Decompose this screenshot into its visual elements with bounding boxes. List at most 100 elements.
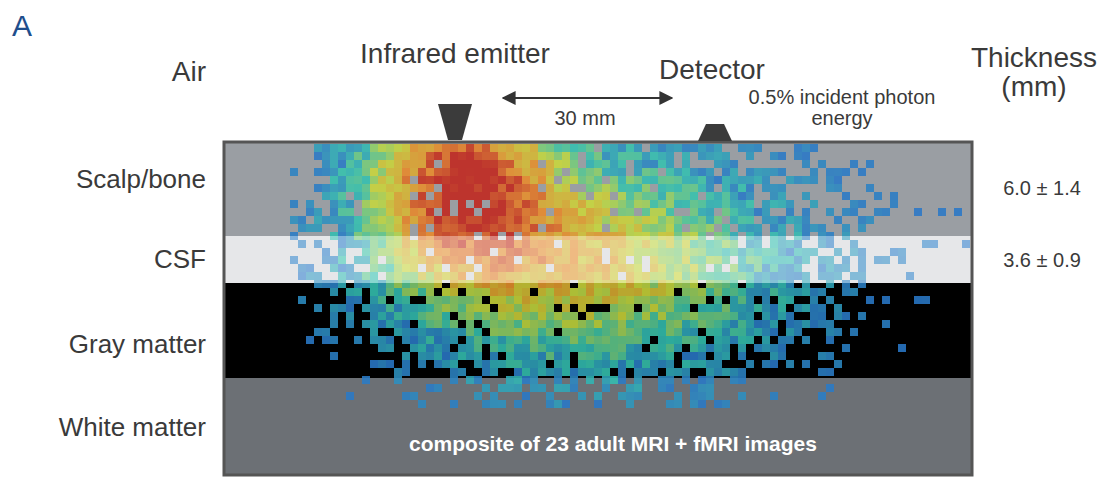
heat-cell (306, 224, 314, 232)
heat-cell (722, 160, 730, 168)
heat-cell (522, 192, 530, 200)
csf-overlay (224, 236, 972, 283)
heat-cell (546, 336, 554, 344)
heat-cell (626, 152, 634, 160)
heat-cell (842, 312, 850, 320)
heat-cell (578, 192, 586, 200)
heat-cell (402, 320, 410, 328)
heat-cell (514, 360, 522, 368)
heat-cell (874, 208, 882, 216)
heat-cell (506, 296, 514, 304)
heat-cell (602, 328, 610, 336)
heat-cell (762, 304, 770, 312)
heat-cell (346, 320, 354, 328)
heat-cell (418, 168, 426, 176)
heat-cell (562, 344, 570, 352)
heat-cell (858, 200, 866, 208)
heat-cell (554, 320, 562, 328)
heat-cell (738, 376, 746, 384)
heat-cell (546, 160, 554, 168)
heat-cell (738, 368, 746, 376)
heat-cell (554, 360, 562, 368)
heat-cell (330, 208, 338, 216)
heat-cell (714, 216, 722, 224)
heat-cell (410, 344, 418, 352)
heat-cell (794, 216, 802, 224)
heat-cell (858, 168, 866, 176)
heat-cell (578, 360, 586, 368)
heat-cell (498, 184, 506, 192)
heat-cell (562, 360, 570, 368)
heat-cell (658, 344, 666, 352)
heat-cell (642, 224, 650, 232)
heat-cell (714, 144, 722, 152)
heat-cell (594, 400, 602, 408)
heat-cell (402, 336, 410, 344)
heat-cell (586, 216, 594, 224)
heat-cell (506, 360, 514, 368)
heat-cell (602, 352, 610, 360)
heat-cell (618, 288, 626, 296)
heat-cell (794, 144, 802, 152)
heat-cell (514, 312, 522, 320)
heat-cell (442, 144, 450, 152)
heat-cell (818, 288, 826, 296)
heat-cell (530, 336, 538, 344)
heat-cell (466, 344, 474, 352)
heat-cell (418, 144, 426, 152)
heat-cell (746, 208, 754, 216)
heat-cell (522, 160, 530, 168)
heat-cell (490, 144, 498, 152)
heat-cell (706, 320, 714, 328)
heat-cell (650, 368, 658, 376)
heat-cell (786, 208, 794, 216)
heat-cell (346, 208, 354, 216)
heat-cell (682, 320, 690, 328)
heat-cell (618, 344, 626, 352)
heat-cell (714, 336, 722, 344)
heat-cell (858, 312, 866, 320)
heat-cell (674, 368, 682, 376)
heat-cell (618, 152, 626, 160)
heat-cell (578, 144, 586, 152)
heat-cell (570, 160, 578, 168)
heat-cell (658, 312, 666, 320)
heat-cell (762, 200, 770, 208)
heat-cell (594, 392, 602, 400)
heat-cell (634, 360, 642, 368)
heat-cell (786, 360, 794, 368)
heat-cell (666, 288, 674, 296)
heat-cell (330, 168, 338, 176)
heat-cell (290, 168, 298, 176)
heat-cell (490, 224, 498, 232)
heat-cell (562, 288, 570, 296)
heat-cell (642, 216, 650, 224)
heat-cell (618, 312, 626, 320)
layer-label: Gray matter (69, 331, 206, 358)
heat-cell (418, 320, 426, 328)
heat-cell (690, 168, 698, 176)
heat-cell (674, 328, 682, 336)
heat-cell (578, 216, 586, 224)
heat-cell (602, 368, 610, 376)
heat-cell (482, 208, 490, 216)
heat-cell (538, 144, 546, 152)
heat-cell (386, 304, 394, 312)
heat-cell (594, 312, 602, 320)
heat-cell (810, 168, 818, 176)
heat-cell (490, 208, 498, 216)
heat-cell (410, 208, 418, 216)
heat-cell (698, 304, 706, 312)
heat-cell (714, 160, 722, 168)
heat-cell (370, 224, 378, 232)
heat-cell (602, 288, 610, 296)
heat-cell (770, 392, 778, 400)
heat-cell (354, 216, 362, 224)
heat-cell (530, 200, 538, 208)
heat-cell (426, 176, 434, 184)
heat-cell (570, 144, 578, 152)
heat-cell (802, 160, 810, 168)
heat-cell (450, 360, 458, 368)
heat-cell (682, 200, 690, 208)
heat-cell (770, 200, 778, 208)
